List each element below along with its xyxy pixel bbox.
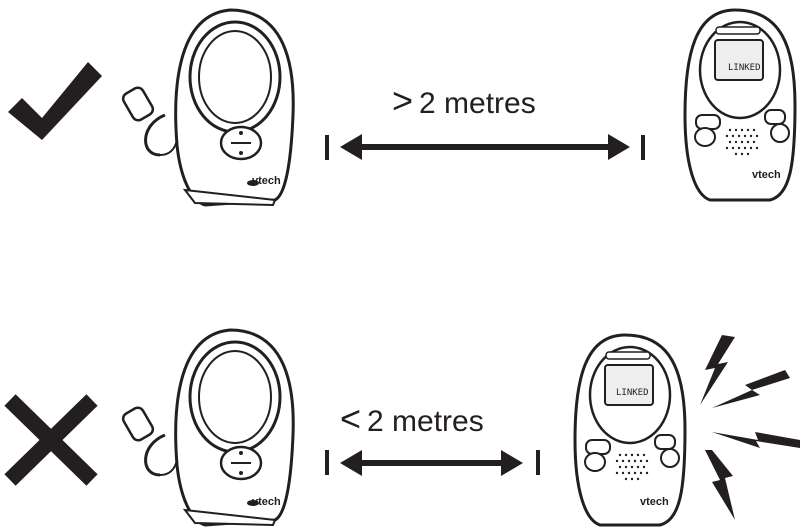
cross-mark-icon (10, 400, 92, 480)
baby-unit-brand-bottom: vtech (252, 496, 281, 508)
distance-value-top: 2 metres (419, 87, 536, 120)
parent-unit-brand-bottom: vtech (640, 496, 669, 508)
baby-unit-brand-top: vtech (252, 175, 281, 187)
check-mark-icon (8, 62, 102, 140)
parent-unit-screen-bottom: LINKED (616, 388, 649, 398)
parent-unit-screen-top: LINKED (728, 63, 761, 73)
distance-label-top: >2 metres (392, 80, 536, 122)
parent-unit-brand-top: vtech (752, 169, 781, 181)
distance-label-bottom: <2 metres (340, 398, 484, 440)
comparator-symbol-top: > (392, 80, 413, 121)
distance-value-bottom: 2 metres (367, 405, 484, 438)
comparator-symbol-bottom: < (340, 398, 361, 439)
interference-lightning-icon (700, 335, 800, 520)
distance-arrow-bottom (327, 450, 538, 476)
distance-arrow-top (327, 134, 643, 160)
